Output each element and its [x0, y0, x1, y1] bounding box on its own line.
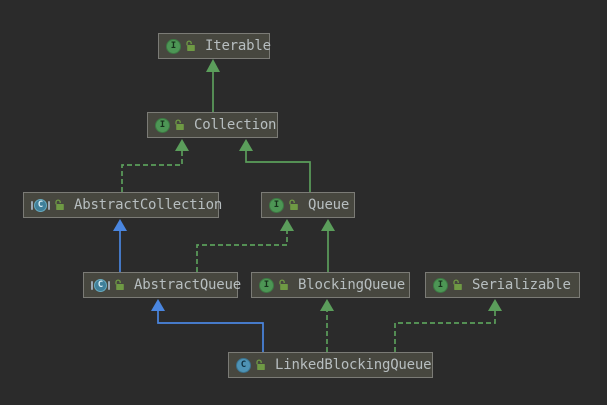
unlocked-icon	[256, 359, 265, 370]
node-iterable[interactable]: I Iterable	[158, 33, 271, 59]
node-queue[interactable]: I Queue	[261, 192, 355, 218]
node-abstractcollection[interactable]: C AbstractCollection	[23, 192, 223, 218]
node-label: Queue	[308, 197, 350, 213]
node-blockingqueue[interactable]: I BlockingQueue	[251, 272, 410, 298]
unlocked-icon	[55, 199, 64, 210]
node-label: Collection	[194, 117, 277, 133]
node-label: AbstractQueue	[134, 277, 241, 293]
node-linkedblockingqueue[interactable]: C LinkedBlockingQueue	[228, 352, 433, 378]
unlocked-icon	[186, 40, 195, 51]
node-label: Serializable	[472, 277, 571, 293]
node-label: BlockingQueue	[298, 277, 405, 293]
interface-icon: I	[259, 277, 274, 293]
abstract-class-icon: C	[91, 278, 110, 292]
unlocked-icon	[289, 199, 298, 210]
edge-linkedblockingqueue-implements-blockingqueue	[320, 299, 334, 352]
edge-collection-extends-iterable	[206, 59, 220, 112]
edge-blockingqueue-extends-queue	[321, 219, 335, 272]
class-icon: C	[236, 357, 251, 373]
interface-icon: I	[155, 117, 170, 133]
node-serializable[interactable]: I Serializable	[425, 272, 580, 298]
node-abstractqueue[interactable]: C AbstractQueue	[83, 272, 241, 298]
edge-linkedblockingqueue-implements-serializable	[394, 299, 502, 352]
abstract-class-icon: C	[31, 198, 50, 212]
unlocked-icon	[279, 279, 288, 290]
node-label: Iterable	[205, 38, 271, 54]
edge-linkedblockingqueue-extends-abstractqueue	[151, 299, 264, 352]
node-label: LinkedBlockingQueue	[275, 357, 432, 373]
unlocked-icon	[115, 279, 124, 290]
interface-icon: I	[166, 38, 181, 54]
interface-icon: I	[433, 277, 448, 293]
unlocked-icon	[175, 119, 184, 130]
edge-queue-extends-collection	[239, 139, 311, 192]
edge-abstractcollection-implements-collection	[121, 139, 189, 192]
node-collection[interactable]: I Collection	[147, 112, 278, 138]
unlocked-icon	[453, 279, 462, 290]
edge-abstractqueue-implements-queue	[196, 219, 294, 272]
edge-abstractqueue-extends-abstractcollection	[113, 219, 127, 272]
node-label: AbstractCollection	[74, 197, 223, 213]
interface-icon: I	[269, 197, 284, 213]
